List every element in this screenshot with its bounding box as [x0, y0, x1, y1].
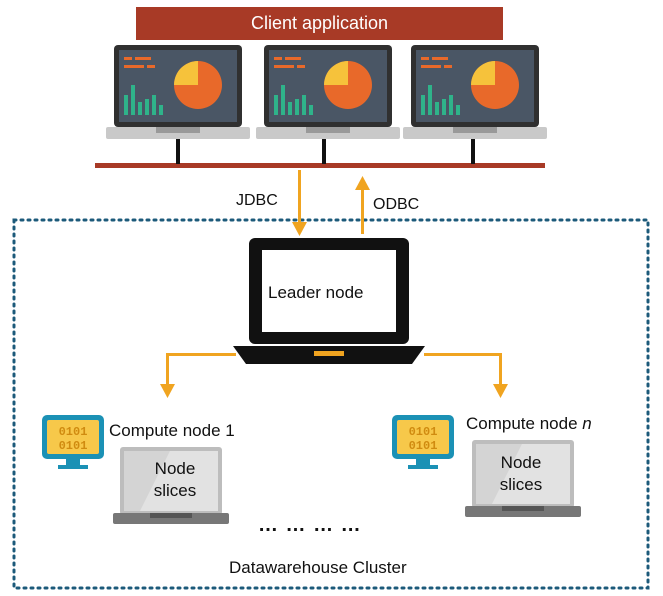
- leader-node-label: Leader node: [268, 283, 364, 302]
- client-application-banner: Client application: [136, 7, 503, 40]
- client-laptop-2: [256, 45, 400, 164]
- jdbc-label: JDBC: [236, 192, 278, 209]
- compute-laptop-1: [113, 447, 229, 524]
- odbc-arrow: [355, 176, 370, 234]
- compute-laptop-n: [465, 440, 581, 517]
- branch-arrow-right: [424, 353, 508, 398]
- compute-node-n-index: n: [582, 414, 592, 433]
- server-icon: 0101 0101: [42, 415, 104, 469]
- server-icon: 0101 0101: [392, 415, 454, 469]
- compute-node-n-prefix: Compute node: [466, 414, 583, 433]
- cluster-label: Datawarehouse Cluster: [229, 558, 407, 577]
- dashboard-icon: [274, 57, 372, 115]
- binary-text-bottom: 0101: [59, 439, 88, 453]
- dashboard-icon: [421, 57, 519, 115]
- client-laptop-3: [403, 45, 547, 164]
- branch-arrow-left: [160, 353, 236, 398]
- network-bus: [95, 163, 545, 168]
- binary-text-top: 0101: [409, 425, 438, 439]
- dashboard-icon: [124, 57, 222, 115]
- binary-text-bottom: 0101: [409, 439, 438, 453]
- compute-node-1-label: Compute node 1: [109, 421, 235, 440]
- ellipsis-more-nodes: … … … …: [258, 514, 362, 536]
- cluster-boundary: [12, 218, 650, 590]
- node-slices-label-n: Node slices: [499, 453, 543, 494]
- leader-laptop: [233, 238, 425, 364]
- binary-text-top: 0101: [59, 425, 88, 439]
- jdbc-arrow: [292, 170, 307, 236]
- client-laptop-1: [106, 45, 250, 164]
- node-slices-label-1: Node slices: [153, 459, 197, 500]
- odbc-label: ODBC: [373, 196, 420, 213]
- compute-node-n-label: Compute node n: [466, 414, 592, 434]
